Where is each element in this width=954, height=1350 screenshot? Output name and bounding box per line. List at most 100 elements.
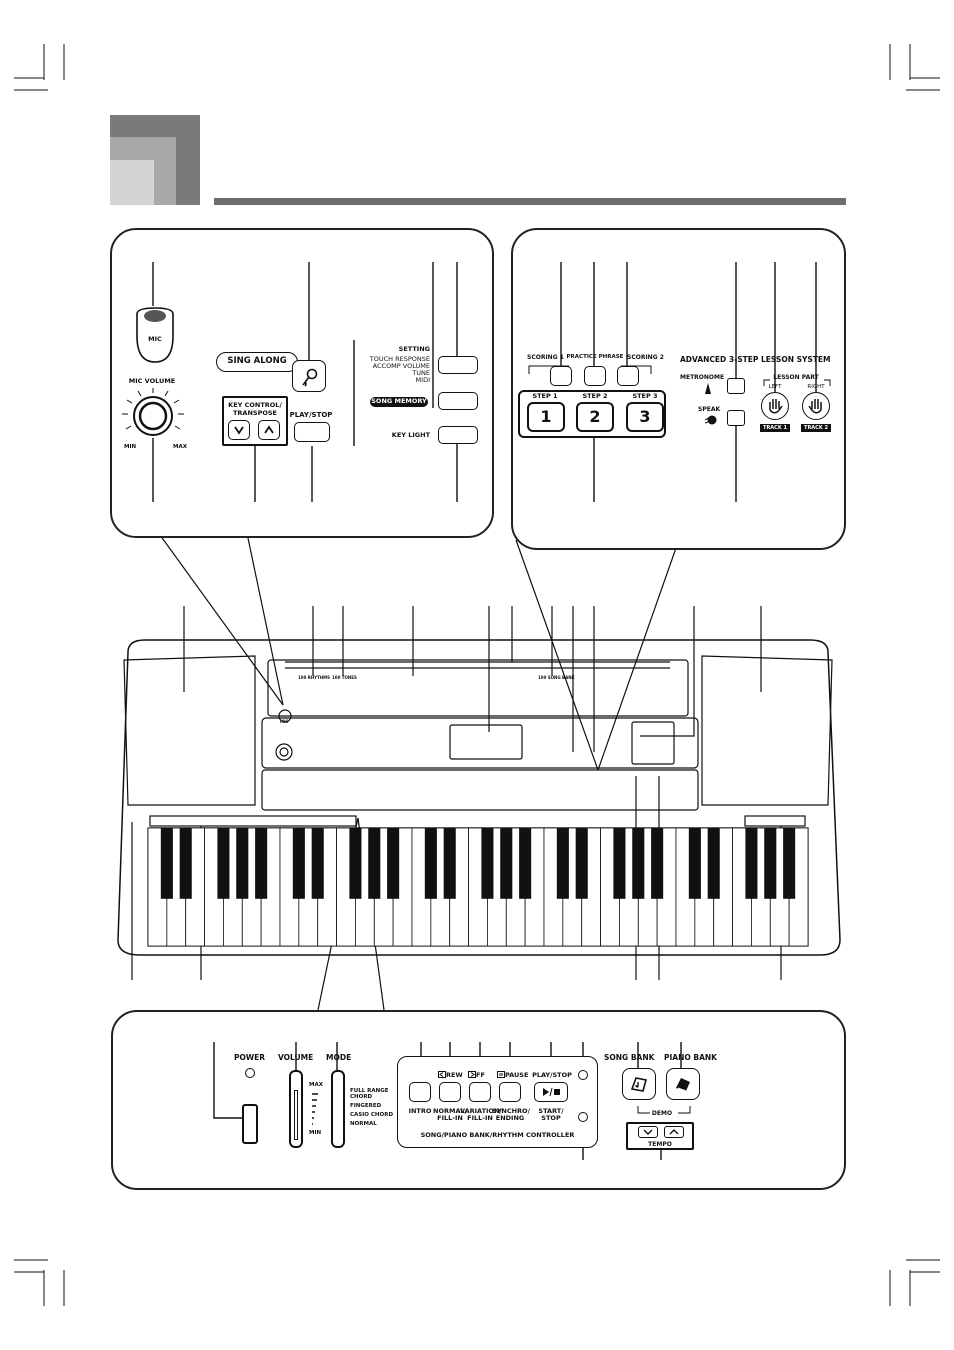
track1-bg [760,424,790,432]
sing-along-mic-icon [302,368,318,387]
demo-label: DEMO [651,1110,673,1117]
chapter-tab-inner [110,160,154,205]
song-bank-button[interactable] [622,1068,656,1100]
mic-volume-min: MIN [124,444,137,450]
mic-volume-knob[interactable] [118,384,188,450]
accomp-led-bottom [578,1112,588,1122]
black-key [519,828,532,899]
power-label: POWER [234,1053,266,1062]
key-up-button[interactable] [258,420,280,440]
black-key [160,828,173,899]
scoring1-button[interactable] [550,366,572,386]
normal-fill-label: NORMAL/ FILL-IN [433,1107,467,1122]
step1-number: 1 [540,407,552,426]
variation-fill-label: VARIATION/ FILL-IN [460,1107,502,1122]
scoring2-label: SCORING 2 [627,354,664,361]
track1-label: TRACK 1 [763,425,787,431]
mic-label: MIC [148,335,162,343]
pause-label: PAUSE [505,1071,529,1079]
setting-label: SETTING [398,345,430,353]
controller-label: SONG/PIANO BANK/RHYTHM CONTROLLER [420,1131,575,1139]
key-light-button[interactable] [438,426,478,444]
right-label: RIGHT [807,384,825,390]
black-key [613,828,626,899]
volume-scale [312,1093,318,1125]
variation-fill-button[interactable] [469,1082,491,1102]
black-key [481,828,494,899]
tempo-up-icon [669,1129,679,1135]
key-down-button[interactable] [228,420,250,440]
scoring1-label: SCORING 1 [527,354,564,361]
printed-mic: MIC [280,719,289,724]
black-key [236,828,249,899]
key-light-label: KEY LIGHT [391,431,430,439]
normal-fill-button[interactable] [439,1082,461,1102]
sing-along-button[interactable] [292,360,326,392]
black-key [764,828,777,899]
song-memory-button[interactable] [438,392,478,410]
black-key [349,828,362,899]
rew-label: REW [446,1071,463,1079]
mode-slider[interactable] [331,1070,345,1148]
synchro-ending-button[interactable] [499,1082,521,1102]
printed-song-bank: 100 SONG BANK [538,675,575,680]
tempo-label: TEMPO [648,1141,672,1148]
power-switch[interactable] [242,1104,258,1144]
key-control-label: KEY CONTROL/ [228,401,282,409]
sing-along-label: SING ALONG [227,356,287,366]
black-key [424,828,437,899]
lesson-part-label: LESSON PART [773,374,819,381]
scoring2-button[interactable] [617,366,639,386]
right-hand-icon [808,399,822,414]
black-key [783,828,796,899]
black-key [688,828,701,899]
left-hand-button[interactable] [761,392,789,420]
piano-bank-icon [676,1078,690,1092]
track2-label: TRACK 2 [804,425,828,431]
speak-button[interactable] [727,410,745,426]
mic-play-stop-button[interactable] [294,422,330,442]
black-key [443,828,456,899]
power-led [245,1068,255,1078]
right-hand-button[interactable] [802,392,830,420]
step3-button[interactable] [626,402,664,432]
setting-item-touch-response: TOUCH RESPONSE [369,355,430,363]
mic-icon [136,307,174,363]
play-stop-label: PLAY/STOP [532,1071,572,1079]
step1-button[interactable] [527,402,565,432]
song-memory-label: SONG MEMORY [371,397,427,405]
printed-rhythms: 100 RHYTHMS [298,675,331,680]
black-key [632,828,645,899]
tempo-up-button[interactable] [664,1126,684,1138]
setting-button[interactable] [438,356,478,374]
metronome-label: METRONOME [680,374,725,381]
printed-tones: 100 TONES [332,675,357,680]
black-key [745,828,758,899]
volume-slider[interactable] [289,1070,303,1148]
setting-item-midi: MIDI [415,376,430,384]
mic-play-stop-label: PLAY/STOP [289,411,333,419]
black-key [179,828,192,899]
step2-button[interactable] [576,402,614,432]
black-key [368,828,381,899]
black-key [292,828,305,899]
speak-label: SPEAK [698,406,721,413]
lesson-panel [511,228,846,550]
step3-label: STEP 3 [632,392,658,400]
mode-option-full-range: FULL RANGE CHORD [350,1088,389,1100]
piano-bank-label: PIANO BANK [664,1053,717,1062]
tempo-down-button[interactable] [638,1126,658,1138]
black-key [556,828,569,899]
intro-button[interactable] [409,1082,431,1102]
tempo-down-icon [643,1129,653,1135]
chevron-up-icon [264,425,274,434]
black-key [500,828,513,899]
accomp-led-top [578,1070,588,1080]
metronome-button[interactable] [727,378,745,394]
practice-phrase-button[interactable] [584,366,606,386]
